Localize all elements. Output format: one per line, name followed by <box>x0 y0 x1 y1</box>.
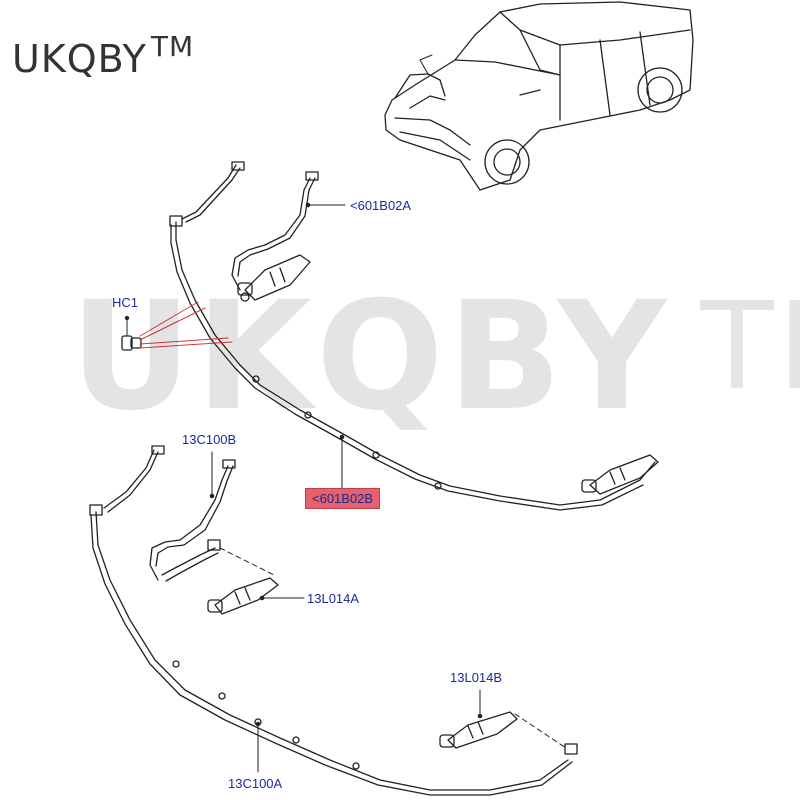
upper-left-jet <box>237 254 311 302</box>
callout-601b02b-highlighted: <601B02B <box>305 488 381 509</box>
leader-lines <box>209 202 483 773</box>
callout-601b02a: <601B02A <box>350 198 412 213</box>
callout-13l014b: 13L014B <box>450 670 503 685</box>
callout-hc1: HC1 <box>112 295 139 310</box>
watermark-name: UKQBY <box>70 270 671 444</box>
watermark-trademark: TM <box>700 278 800 417</box>
brand-name: UKQBY <box>12 37 147 81</box>
lower-right-jet <box>439 711 518 749</box>
callout-13c100a: 13C100A <box>228 776 283 791</box>
dashed-guides <box>219 547 567 749</box>
upper-hose-assembly <box>169 161 656 511</box>
callout-13c100b: 13C100B <box>182 432 237 447</box>
lower-hose-assembly <box>89 445 578 796</box>
upper-right-jet <box>581 454 659 495</box>
brand-trademark: TM <box>150 30 195 63</box>
hc1-connector <box>121 315 142 351</box>
callout-13l014a: 13L014A <box>307 591 360 606</box>
lower-left-jet <box>207 577 279 615</box>
vehicle-illustration <box>384 1 694 191</box>
hc1-red-leaders <box>139 301 233 349</box>
